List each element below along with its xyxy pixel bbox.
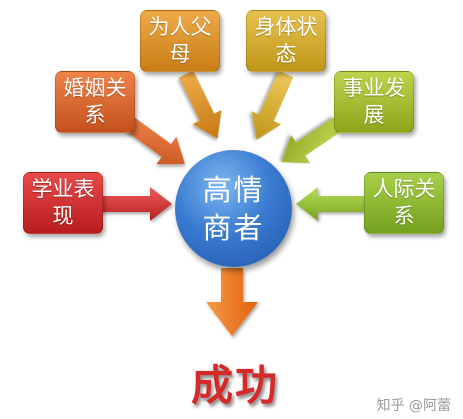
factor-label-relationships: 人际关系: [372, 177, 436, 228]
arrow-to-success: [206, 268, 258, 336]
factor-box-academic: 学业表现: [23, 172, 103, 234]
factor-box-parenting: 为人父母: [140, 10, 220, 72]
factor-box-marriage: 婚姻关系: [55, 71, 135, 133]
result-label: 成功: [190, 361, 279, 410]
arrow-career: [281, 117, 343, 164]
factor-label-career: 事业发展: [342, 76, 406, 127]
arrow-health: [251, 70, 294, 140]
factor-box-relationships: 人际关系: [364, 172, 444, 234]
watermark: 知乎 @阿蕾: [376, 398, 451, 414]
factor-label-academic: 学业表现: [31, 177, 95, 228]
factor-label-parenting: 为人父母: [148, 15, 212, 66]
factor-label-health: 身体状态: [254, 15, 318, 66]
arrow-marriage: [125, 117, 186, 165]
center-label: 高情商者: [202, 172, 265, 245]
factor-label-marriage: 婚姻关系: [63, 76, 127, 127]
center-circle: 高情商者: [175, 150, 292, 267]
arrow-parenting: [178, 70, 222, 139]
factor-box-career: 事业发展: [334, 71, 414, 133]
factor-box-health: 身体状态: [246, 10, 326, 72]
arrow-relationships: [296, 187, 365, 221]
arrow-academic: [100, 187, 172, 221]
